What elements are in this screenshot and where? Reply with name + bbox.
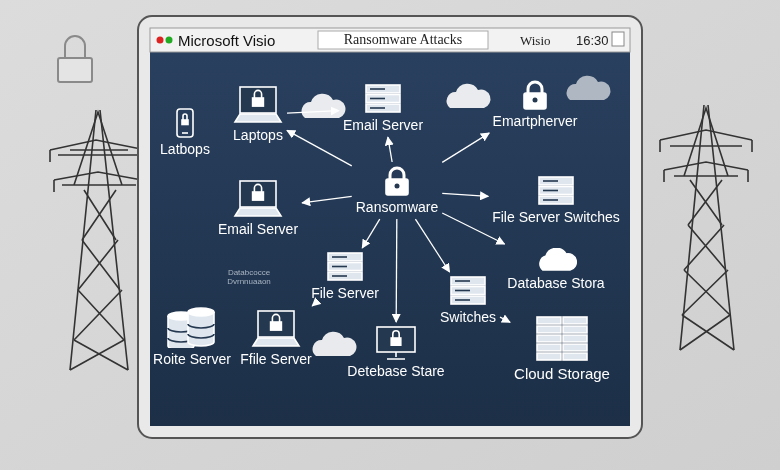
padlock-icon xyxy=(58,36,92,82)
network-node: Roite Server xyxy=(151,302,233,369)
arrow-connector xyxy=(287,130,352,165)
node-label: Roite Server xyxy=(153,351,231,367)
server-icon xyxy=(365,84,401,114)
network-node: Ffile Server xyxy=(238,308,314,369)
node-label: Cloud Storage xyxy=(514,365,610,382)
network-node: Email Server xyxy=(341,82,425,135)
server-icon xyxy=(327,252,363,282)
server-icon xyxy=(450,276,486,306)
power-pylon xyxy=(50,110,146,370)
rack-icon xyxy=(536,316,588,362)
network-node: Laptops xyxy=(231,84,285,145)
window-dot xyxy=(157,37,164,44)
node-label: Database Stora xyxy=(507,275,604,291)
arrow-connector xyxy=(287,111,339,113)
monitor-icon xyxy=(376,326,416,360)
arrow-connector xyxy=(388,137,392,162)
network-node: Switches xyxy=(438,274,498,327)
lock-icon xyxy=(522,80,548,110)
title-field xyxy=(318,31,488,49)
arrow-connector xyxy=(442,193,488,196)
node-label: Ransomware xyxy=(356,199,438,215)
db-icon xyxy=(166,304,218,348)
node-label: Emartpherver xyxy=(493,113,578,129)
title-bar xyxy=(150,28,630,52)
arrow-connector xyxy=(302,196,352,202)
window-dot xyxy=(166,37,173,44)
title-bar-text: Microsoft Visio xyxy=(178,32,275,49)
node-label: Laptops xyxy=(233,127,283,143)
title-bar-text: Wisio xyxy=(520,33,551,49)
arrow-connector xyxy=(396,219,398,322)
node-label: File Server xyxy=(311,285,379,301)
phone-icon xyxy=(176,108,194,138)
power-pylon xyxy=(660,105,752,350)
network-node: Email Server xyxy=(216,178,300,239)
cloud-icon xyxy=(535,248,577,272)
arrow-connector xyxy=(312,304,313,306)
arrow-connector xyxy=(442,133,489,162)
note-text: Databcocce Dvrnnuaaon xyxy=(218,268,280,286)
network-node: Latbops xyxy=(158,106,212,159)
node-label: Email Server xyxy=(218,221,298,237)
title-bar-text: 16:30 xyxy=(576,33,609,48)
network-node: Cloud Storage xyxy=(512,314,612,384)
laptop-icon xyxy=(251,310,301,348)
window-title: Ransomware Attacks xyxy=(322,32,484,48)
laptop-icon xyxy=(233,180,283,218)
arrow-connector xyxy=(500,317,510,322)
network-node: Database Stora xyxy=(505,246,606,293)
node-label: Email Server xyxy=(343,117,423,133)
network-node: Ransomware xyxy=(354,164,440,217)
network-node: File Server Switches xyxy=(490,174,622,227)
window-button xyxy=(612,32,624,46)
screen xyxy=(150,28,630,426)
node-label: Detebase Stare xyxy=(347,363,444,379)
lock-icon xyxy=(384,166,410,196)
node-label: Latbops xyxy=(160,141,210,157)
node-label: Ffile Server xyxy=(240,351,312,367)
network-node: File Server xyxy=(309,250,381,303)
node-label: Switches xyxy=(440,309,496,325)
network-node: Emartpherver xyxy=(491,78,580,131)
node-label: File Server Switches xyxy=(492,209,620,225)
arrow-connector xyxy=(415,219,449,272)
laptop-icon xyxy=(233,86,283,124)
network-node: Detebase Stare xyxy=(345,324,446,381)
arrow-connector xyxy=(362,219,379,248)
tablet-frame xyxy=(138,16,642,438)
server-icon xyxy=(538,176,574,206)
